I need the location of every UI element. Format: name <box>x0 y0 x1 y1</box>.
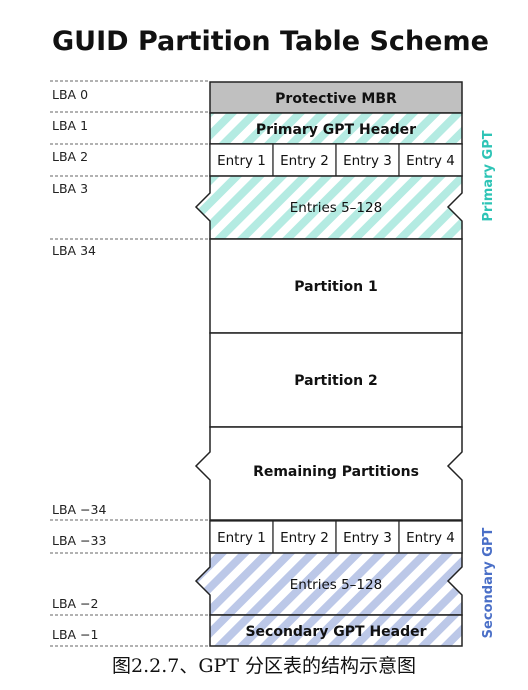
primary-entry-2: Entry 2 <box>280 153 329 169</box>
primary-gpt-side-label: Primary GPT <box>481 130 496 221</box>
diagram-title: GUID Partition Table Scheme <box>52 26 489 57</box>
primary-entry-cell-2 <box>272 143 337 177</box>
secondary-gpt-header-block <box>209 614 463 647</box>
protective-mbr-label: Protective MBR <box>275 91 397 107</box>
primary-entry-1: Entry 1 <box>217 153 266 169</box>
remaining-partitions-label: Remaining Partitions <box>253 464 419 480</box>
primary-entry-4: Entry 4 <box>406 153 455 169</box>
partition-2-block <box>209 332 463 428</box>
lba-label-3: LBA 3 <box>52 181 88 196</box>
lba-guides <box>50 80 210 647</box>
primary-entry-3: Entry 3 <box>343 153 392 169</box>
partition-2-label: Partition 2 <box>294 373 377 389</box>
lba-label-2: LBA 2 <box>52 149 88 164</box>
secondary-entry-cell-3 <box>335 520 400 554</box>
secondary-entry-3: Entry 3 <box>343 530 392 546</box>
secondary-entries-row: Entry 1 Entry 2 Entry 3 Entry 4 <box>209 520 463 554</box>
primary-entries-rest-label: Entries 5–128 <box>290 200 382 216</box>
lba-label-minus1: LBA −1 <box>52 627 99 642</box>
secondary-gpt-header-label: Secondary GPT Header <box>245 624 426 640</box>
primary-entry-cell-4 <box>398 143 463 177</box>
secondary-entry-4: Entry 4 <box>406 530 455 546</box>
lba-label-minus34: LBA −34 <box>52 502 106 517</box>
lba-label-0: LBA 0 <box>52 87 88 102</box>
lba-label-minus2: LBA −2 <box>52 596 99 611</box>
secondary-entry-1: Entry 1 <box>217 530 266 546</box>
partition-1-label: Partition 1 <box>294 279 377 295</box>
secondary-entries-rest-label: Entries 5–128 <box>290 577 382 593</box>
figure-caption: 图2.2.7、GPT 分区表的结构示意图 <box>112 655 416 677</box>
secondary-entry-cell-4 <box>398 520 463 554</box>
partition-1-block <box>209 238 463 334</box>
lba-label-34: LBA 34 <box>52 243 96 258</box>
secondary-entry-2: Entry 2 <box>280 530 329 546</box>
remaining-partitions-block <box>194 426 463 521</box>
primary-gpt-header-block <box>209 112 463 145</box>
lba-label-1: LBA 1 <box>52 118 88 133</box>
primary-gpt-header-label: Primary GPT Header <box>256 122 416 138</box>
primary-entry-cell-3 <box>335 143 400 177</box>
lba-label-minus33: LBA −33 <box>52 533 106 548</box>
primary-entries-row: Entry 1 Entry 2 Entry 3 Entry 4 <box>209 143 463 177</box>
secondary-gpt-side-label: Secondary GPT <box>481 528 496 639</box>
